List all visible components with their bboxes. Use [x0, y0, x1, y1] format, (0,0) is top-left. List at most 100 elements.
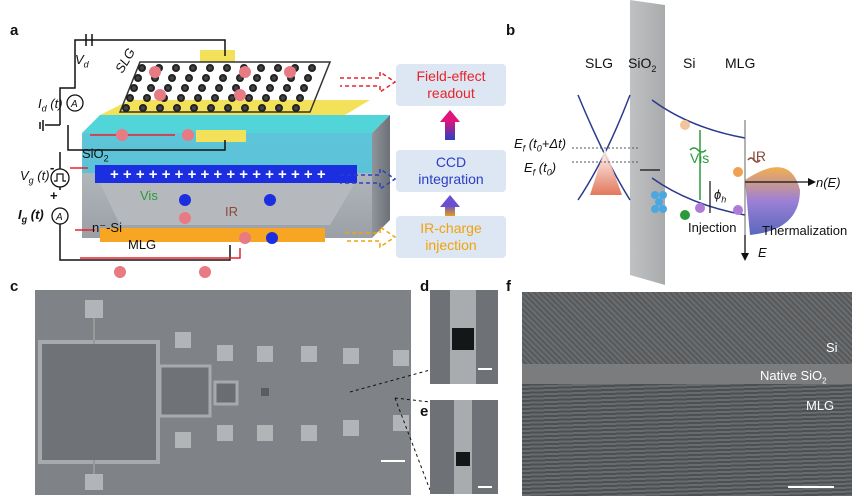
- graphene-atom: [189, 64, 197, 72]
- graphene-atom: [296, 94, 304, 102]
- e-axis-label: E: [758, 245, 767, 260]
- svg-text:A: A: [55, 212, 63, 223]
- sio2-top-face: [82, 115, 390, 133]
- flow-arrow-up-1: [445, 120, 455, 140]
- ef-t0-label: Ef (t0): [524, 160, 557, 178]
- b-mlg-label: MLG: [725, 55, 756, 71]
- graphene-atom: [270, 74, 278, 82]
- panel-letter-a: a: [10, 22, 19, 39]
- vg-label: Vg (t): [20, 168, 50, 186]
- sio2-label: SiO2: [82, 146, 109, 164]
- bottom-contact-pad: [196, 130, 246, 142]
- b-vis-label: Vis: [690, 150, 710, 166]
- graphene-atom: [224, 104, 232, 112]
- phi-h-label: ϕh: [714, 187, 727, 205]
- charge-strip: [95, 165, 357, 183]
- graphene-atom: [211, 94, 219, 102]
- sem-overview-image: [35, 290, 411, 495]
- tem-mlg-label: MLG: [806, 398, 835, 413]
- tem-scale-bar: [788, 486, 834, 488]
- graphene-atom: [130, 84, 138, 92]
- ammeter-d-icon: [66, 94, 84, 112]
- graphene-atom: [275, 104, 283, 112]
- graphene-atom: [308, 64, 316, 72]
- graphene-atom: [223, 64, 231, 72]
- charge-plus-row: + + + + + + + + + + + + + + + + +: [110, 166, 326, 183]
- graphene-atom: [292, 104, 300, 112]
- graphene-atom: [207, 104, 215, 112]
- graphene-atom: [138, 64, 146, 72]
- tem-native-sio2-label: Native SiO2: [760, 368, 827, 386]
- graphene-atom: [241, 104, 249, 112]
- svg-text:A: A: [70, 99, 78, 110]
- ammeter-g-icon: [51, 207, 69, 225]
- graphene-atom: [274, 64, 282, 72]
- sem-pads: [38, 300, 409, 490]
- tem-cross-section-image: Si Native SiO2 MLG: [522, 292, 852, 496]
- trench: [100, 183, 355, 225]
- graphene-atom: [258, 104, 266, 112]
- graphene-atom: [147, 84, 155, 92]
- graphene-atom: [266, 84, 274, 92]
- ef-t0-dt-label: Ef (t0+Δt): [514, 136, 567, 154]
- graphene-atom: [168, 74, 176, 82]
- b-si-label: Si: [683, 55, 696, 71]
- charge-carriers: [114, 66, 296, 278]
- graphene-atom: [139, 104, 147, 112]
- current-arrows: [70, 134, 241, 259]
- b-sio2-label: SiO2: [628, 55, 657, 74]
- sem-zoom-d: [430, 290, 498, 384]
- thermalization-label: Thermalization: [762, 223, 848, 238]
- slg-fermi-fill: [590, 148, 622, 195]
- graphene-atom: [304, 74, 312, 82]
- graphene-atom: [156, 104, 164, 112]
- graphene-atom: [202, 74, 210, 82]
- top-contact-pad: [200, 50, 235, 62]
- minus-sign: -: [50, 160, 55, 175]
- ig-label: Ig (t): [18, 207, 44, 225]
- graphene-atom: [283, 84, 291, 92]
- graphene-atom: [262, 94, 270, 102]
- flow-arrow-up-2: [445, 205, 455, 217]
- graphene-atom: [143, 94, 151, 102]
- vis-label: Vis: [140, 188, 158, 203]
- graphene-atom: [126, 94, 134, 102]
- graphene-atom: [219, 74, 227, 82]
- mlg-label: MLG: [128, 237, 157, 252]
- panel-letter-f: f: [506, 278, 511, 295]
- ground-icon: [39, 120, 44, 131]
- graphene-atom: [253, 74, 261, 82]
- graphene-atom: [173, 104, 181, 112]
- graphene-atom: [164, 84, 172, 92]
- graphene-atom: [172, 64, 180, 72]
- substrate-side: [372, 115, 390, 238]
- graphene-atom: [249, 84, 257, 92]
- pulse-source-icon: [50, 168, 70, 188]
- graphene-atom: [122, 104, 130, 112]
- panel-letter-c: c: [10, 278, 19, 295]
- graphene-atom: [177, 94, 185, 102]
- graphene-atom: [279, 94, 287, 102]
- thermalization-distribution: [745, 167, 800, 235]
- graphene-atom: [257, 64, 265, 72]
- capacitor-icon: [85, 34, 93, 46]
- graphene-atom: [190, 104, 198, 112]
- si-conduction-band: [651, 99, 746, 139]
- graphene-atom: [198, 84, 206, 92]
- injection-label: Injection: [688, 220, 737, 235]
- panel-letter-b: b: [506, 22, 516, 39]
- graphene-atom: [206, 64, 214, 72]
- b-ir-label: IR: [752, 148, 766, 164]
- plus-sign: +: [50, 188, 58, 203]
- ir-label: IR: [225, 204, 238, 219]
- circuit-wires: [45, 39, 231, 261]
- nsi-label: n⁻-Si: [92, 220, 122, 235]
- graphene-atom: [194, 94, 202, 102]
- panel-letter-d: d: [420, 278, 430, 295]
- graphene-atom: [245, 94, 253, 102]
- graphene-atom: [215, 84, 223, 92]
- graphene-atom: [181, 84, 189, 92]
